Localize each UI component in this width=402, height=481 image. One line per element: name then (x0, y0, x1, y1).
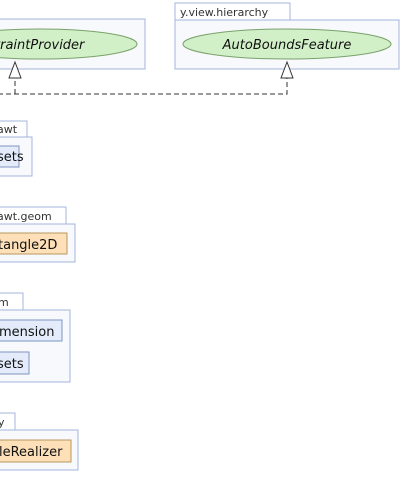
realization-edges (0, 60, 294, 95)
edge-to-auto-bounds-feature (0, 78, 288, 95)
interface-auto-bounds-feature[interactable]: AutoBoundsFeature (182, 28, 392, 60)
interface-constraint-provider[interactable]: traintProvider (0, 28, 138, 60)
arrowhead-constraint-provider (8, 60, 22, 79)
package-y[interactable]: y leRealizer (0, 412, 79, 471)
auto-bounds-feature-label: AutoBoundsFeature (222, 38, 352, 53)
class-box (0, 439, 72, 463)
class-node-realizer[interactable]: leRealizer (0, 439, 72, 463)
dimension-label: mension (0, 325, 54, 340)
insets-2-label: sets (0, 357, 24, 372)
class-box (0, 232, 68, 255)
class-box (0, 319, 63, 342)
node-realizer-label: leRealizer (0, 445, 63, 460)
package-m[interactable]: m mension sets (0, 292, 71, 383)
interface-ellipse (182, 28, 392, 60)
package-awt-geom[interactable]: awt.geom tangle2D (0, 206, 76, 263)
class-box (0, 145, 20, 168)
class-insets-2[interactable]: sets (0, 351, 30, 375)
class-rectangle2d[interactable]: tangle2D (0, 232, 68, 255)
insets-label: sets (0, 150, 24, 165)
arrowhead-auto-bounds-feature (280, 60, 294, 79)
package-label: awt (0, 123, 18, 136)
package-label: y (0, 416, 5, 429)
package-view-hierarchy[interactable]: y.view.hierarchy AutoBoundsFeature (174, 2, 400, 70)
rectangle2d-label: tangle2D (0, 238, 57, 253)
package-label: awt.geom (0, 210, 52, 223)
package-label: y.view.hierarchy (180, 6, 269, 19)
package-top-left[interactable]: traintProvider (0, 18, 146, 70)
package-label: m (0, 296, 9, 309)
class-dimension[interactable]: mension (0, 319, 63, 342)
class-box (0, 351, 30, 375)
class-insets[interactable]: sets (0, 145, 24, 168)
interface-ellipse (0, 28, 138, 60)
package-awt[interactable]: awt sets (0, 120, 33, 177)
constraint-provider-label: traintProvider (0, 38, 86, 53)
